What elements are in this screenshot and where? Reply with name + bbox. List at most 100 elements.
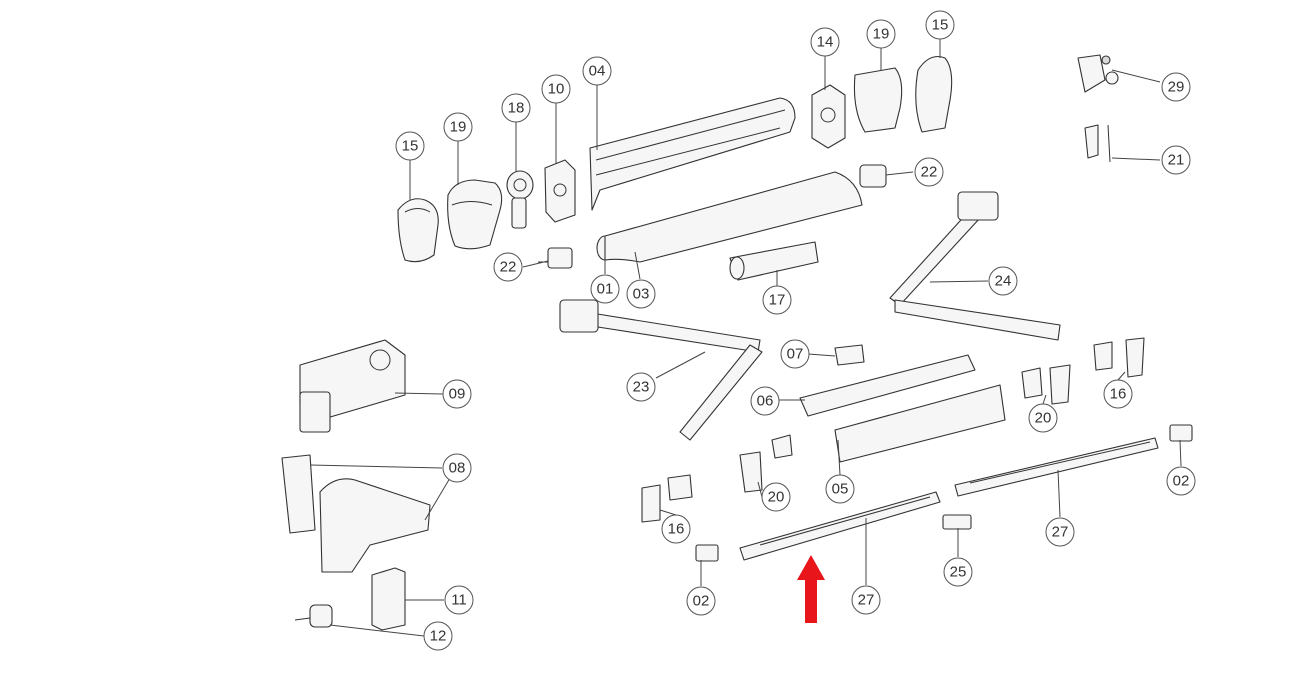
callout-27-left: 27 [851, 585, 881, 615]
svg-text:09: 09 [449, 386, 466, 403]
callout-05: 05 [825, 474, 855, 504]
svg-text:27: 27 [858, 592, 875, 609]
callout-04: 04 [582, 56, 612, 86]
part-15-right-end-cap [915, 55, 953, 133]
part-02-end-piece-left [695, 544, 719, 562]
svg-text:02: 02 [693, 593, 710, 610]
svg-text:07: 07 [787, 346, 804, 363]
part-16-bracket-left [641, 474, 693, 523]
part-14-gear-housing [811, 84, 846, 149]
part-08-housing [281, 454, 431, 573]
part-06-front-profile [799, 354, 976, 417]
svg-text:06: 06 [757, 393, 774, 410]
part-03-fabric [604, 171, 863, 263]
part-19-left-cover [447, 179, 503, 250]
callout-10: 10 [541, 74, 571, 104]
svg-text:02: 02 [1173, 473, 1190, 490]
callout-15-right: 15 [925, 10, 955, 40]
callout-11: 11 [444, 585, 474, 615]
svg-text:27: 27 [1052, 524, 1069, 541]
callout-03: 03 [626, 279, 656, 309]
part-27-lead-bar-right [954, 437, 1159, 497]
svg-text:22: 22 [921, 164, 938, 181]
svg-text:16: 16 [668, 521, 685, 538]
callout-29: 29 [1161, 72, 1191, 102]
svg-text:04: 04 [589, 63, 606, 80]
callout-22-right: 22 [914, 157, 944, 187]
callout-14: 14 [810, 27, 840, 57]
svg-text:10: 10 [548, 81, 565, 98]
svg-text:24: 24 [995, 273, 1012, 290]
callout-19-left: 19 [443, 112, 473, 142]
part-20-bracket-left [739, 434, 793, 493]
part-10-gear-housing [544, 159, 576, 223]
svg-text:01: 01 [597, 281, 614, 298]
callout-15-left: 15 [395, 131, 425, 161]
callout-08: 08 [442, 453, 472, 483]
part-21-clip [1084, 124, 1111, 163]
part-07-small-bracket [834, 344, 865, 366]
svg-text:22: 22 [500, 259, 517, 276]
svg-text:29: 29 [1168, 79, 1185, 96]
callout-22-left: 22 [493, 252, 523, 282]
part-20-bracket-right [1021, 364, 1071, 405]
svg-text:25: 25 [950, 564, 967, 581]
part-29-hardware [1077, 54, 1119, 93]
svg-text:19: 19 [873, 26, 890, 43]
svg-text:05: 05 [832, 481, 849, 498]
part-16-bracket-right [1093, 337, 1145, 378]
part-11-box [371, 567, 406, 631]
leader-lines [309, 39, 1182, 637]
callout-21: 21 [1161, 145, 1191, 175]
part-12-plug [294, 604, 333, 628]
svg-text:14: 14 [817, 34, 834, 51]
svg-text:16: 16 [1110, 386, 1127, 403]
callout-16-left: 16 [661, 514, 691, 544]
callout-25: 25 [943, 557, 973, 587]
part-04-cassette-top [589, 97, 796, 211]
callout-19-right: 19 [866, 19, 896, 49]
callout-24: 24 [988, 266, 1018, 296]
callout-18: 18 [501, 93, 531, 123]
svg-text:21: 21 [1168, 152, 1185, 169]
part-17-profile [729, 241, 819, 281]
svg-text:19: 19 [450, 119, 467, 136]
callout-20-left: 20 [761, 482, 791, 512]
svg-text:18: 18 [508, 100, 525, 117]
part-19-right-cover [853, 67, 903, 133]
svg-text:17: 17 [769, 292, 786, 309]
part-25-connector [942, 514, 972, 530]
part-02-end-piece-right [1169, 424, 1193, 442]
part-15-left-end-cap [397, 198, 439, 263]
part-22-left-bracket [538, 247, 573, 269]
svg-text:20: 20 [768, 489, 785, 506]
callout-01: 01 [590, 274, 620, 304]
svg-text:03: 03 [633, 286, 650, 303]
part-18-spool [506, 170, 534, 229]
svg-text:23: 23 [633, 379, 650, 396]
callout-27-right: 27 [1045, 517, 1075, 547]
svg-text:11: 11 [451, 592, 467, 609]
part-09-motor-unit [299, 339, 406, 433]
callout-20-right: 20 [1028, 403, 1058, 433]
part-23-left-arm [559, 299, 763, 441]
callout-02-right: 02 [1166, 466, 1196, 496]
svg-text:15: 15 [402, 138, 419, 155]
part-27-lead-bar-left [739, 491, 941, 561]
svg-text:12: 12 [430, 628, 447, 645]
svg-text:15: 15 [932, 17, 949, 34]
callout-16-right: 16 [1103, 379, 1133, 409]
callout-02-left: 02 [686, 586, 716, 616]
red-up-arrow-icon [797, 555, 825, 623]
callout-23: 23 [626, 372, 656, 402]
svg-text:08: 08 [449, 460, 466, 477]
callout-06: 06 [750, 386, 780, 416]
callout-09: 09 [442, 379, 472, 409]
callout-12: 12 [423, 621, 453, 651]
callout-07: 07 [780, 339, 810, 369]
callout-17: 17 [762, 285, 792, 315]
part-24-right-arm [889, 191, 1061, 341]
svg-text:20: 20 [1035, 410, 1052, 427]
part-22-right-bracket [859, 164, 887, 188]
